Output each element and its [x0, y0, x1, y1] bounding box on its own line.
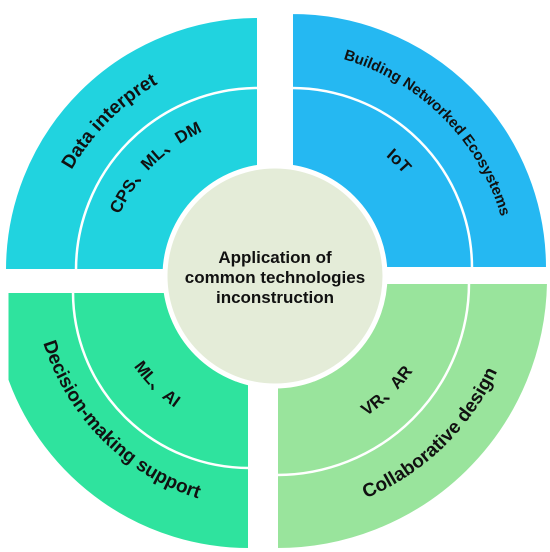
center-title-line-2: common technologies [185, 268, 365, 287]
inner-ring-divider [71, 291, 250, 470]
quadrant-decision-making-support [6, 291, 250, 551]
center-title-line-1: Application of [218, 248, 332, 267]
center-title-line-3: inconstruction [216, 288, 334, 307]
center-circle [162, 163, 388, 389]
inner-ring-divider [74, 86, 259, 271]
inner-ring-divider [291, 86, 474, 269]
inner-ring-divider [276, 282, 471, 477]
